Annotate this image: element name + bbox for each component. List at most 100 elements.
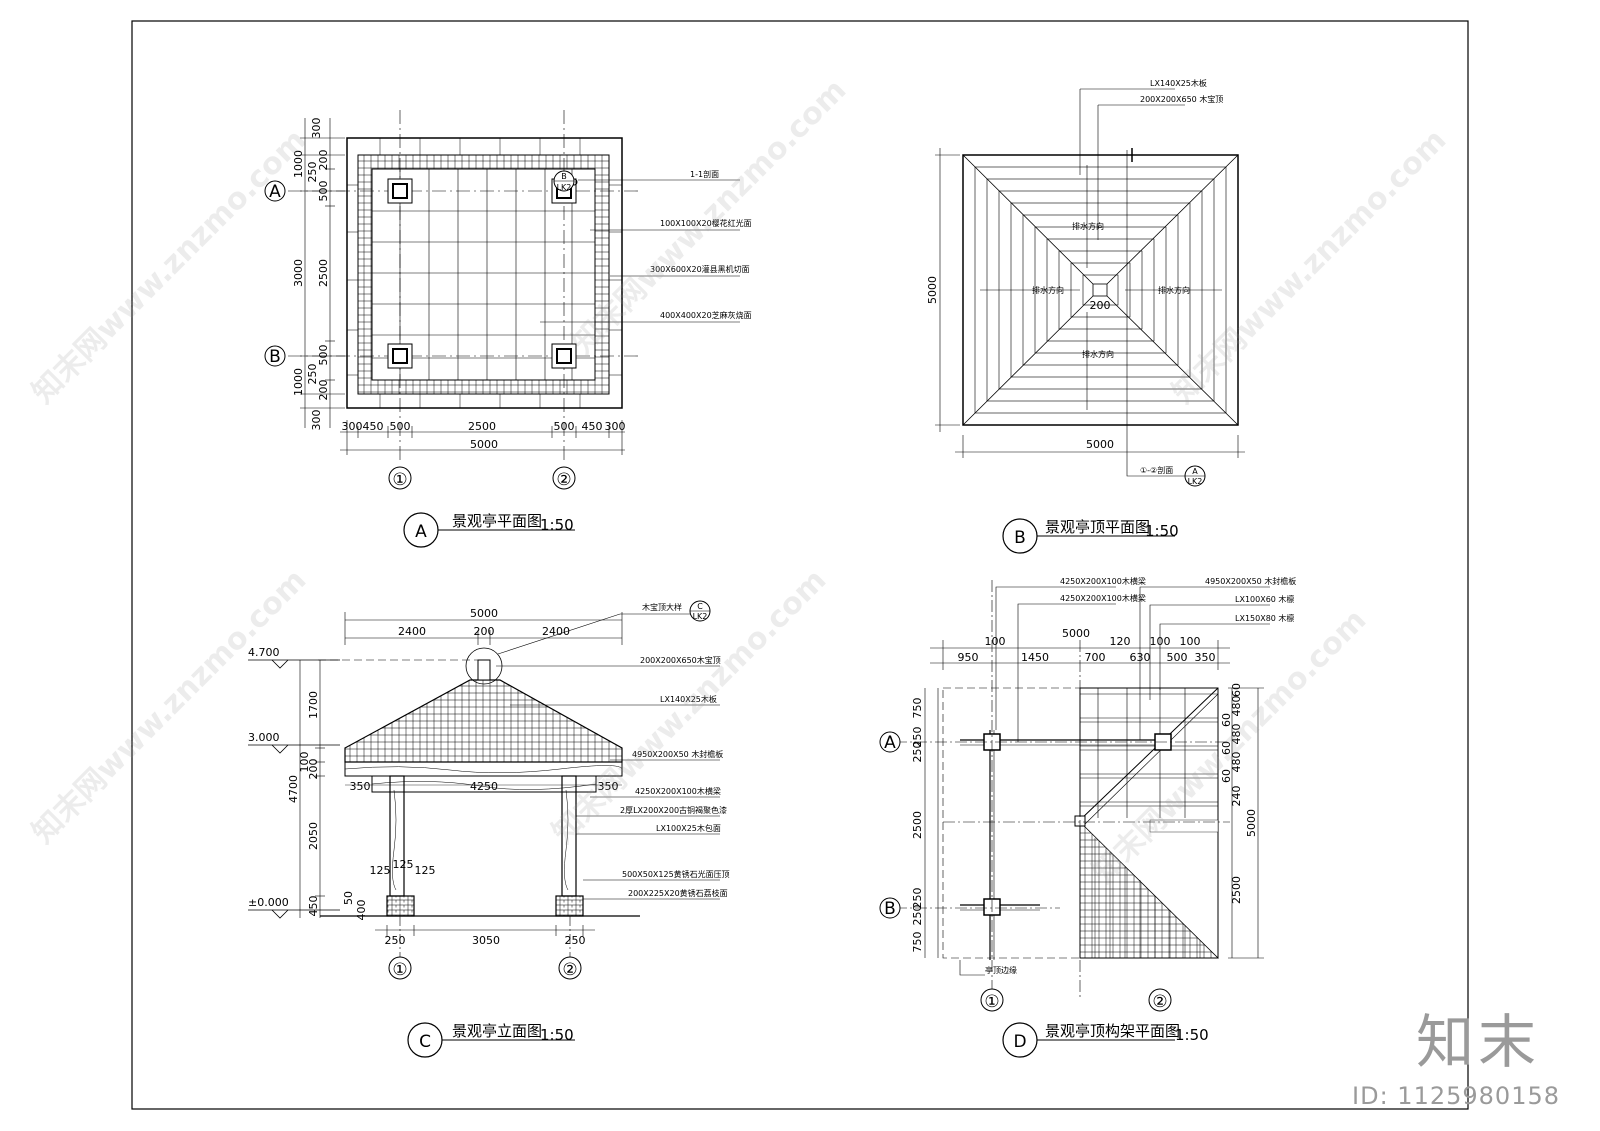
elev-c-axis-label-2: ② xyxy=(562,960,577,980)
frame-d-badge: D xyxy=(1013,1032,1026,1052)
plan-a-note: 300X600X20灌县黑机切面 xyxy=(650,264,750,274)
elev-c-ref-sheet: LK2 xyxy=(693,612,708,621)
frame-d-small-note: 亭顶边缘 xyxy=(985,965,1017,975)
plan-a-dim: 1000 xyxy=(292,150,305,178)
frame-d-dim: 350 xyxy=(1195,651,1216,664)
frame-d-note: LX150X80 木檩 xyxy=(1235,613,1294,623)
frame-d-dim: 250 xyxy=(911,905,924,926)
plan-a-dim: 300 xyxy=(310,410,323,431)
frame-d-axis-label-2: ② xyxy=(1152,992,1167,1012)
elev-c-dim: 4700 xyxy=(287,775,300,803)
frame-d-dim: 2500 xyxy=(911,811,924,839)
frame-d-dim: 60 xyxy=(1230,683,1243,697)
frame-d-dim: 100 xyxy=(1180,635,1201,648)
frame-d-dim: 950 xyxy=(958,651,979,664)
frame-d-dim: 60 xyxy=(1220,741,1233,755)
frame-d-dim: 750 xyxy=(911,698,924,719)
plan-a-section-ref: 1-1剖面 xyxy=(690,169,719,179)
plan-a-scale: 1:50 xyxy=(540,516,574,534)
plan-b-badge: B xyxy=(1014,528,1026,548)
elev-c-dim: 250 xyxy=(385,934,406,947)
elev-c-title: 景观亭立面图 xyxy=(452,1022,542,1040)
plan-a-dim: 250 xyxy=(306,162,319,183)
plan-a-dim: 300 xyxy=(310,118,323,139)
frame-d-dim: 750 xyxy=(911,932,924,953)
elev-c-dim: 4250 xyxy=(470,780,498,793)
plan-a-axis-label-a: A xyxy=(269,182,281,202)
plan-a-axis-label-b: B xyxy=(269,347,281,367)
plan-b-section-badge: A xyxy=(1192,467,1198,476)
frame-d-dim: 480 xyxy=(1230,696,1243,717)
elev-c-dim: 125 xyxy=(370,864,391,877)
elev-c-axis-label-1: ① xyxy=(392,960,407,980)
frame-d-scale: 1:50 xyxy=(1175,1026,1209,1044)
elev-c-dim: 2050 xyxy=(307,822,320,850)
elev-c-note: 4250X200X100木横梁 xyxy=(635,786,721,796)
elev-c-note: 200X200X650木宝顶 xyxy=(640,655,721,665)
plan-b-title: 景观亭顶平面图 xyxy=(1045,518,1150,536)
elev-c-dim: 350 xyxy=(598,780,619,793)
plan-a-dim: 500 xyxy=(317,181,330,202)
plan-a-dim: 500 xyxy=(317,345,330,366)
plan-a-dim: 450 xyxy=(363,420,384,433)
plan-b-note: LX140X25木板 xyxy=(1150,78,1207,88)
plan-a-dim: 200 xyxy=(317,380,330,401)
plan-b-section-sheet: LK2 xyxy=(1188,477,1203,486)
elev-c-dim: 1700 xyxy=(307,691,320,719)
elev-c-note: 2厚LX200X200古铜褐聚色漆 xyxy=(620,805,727,815)
plan-b-dim-bottom: 5000 xyxy=(1086,438,1114,451)
plan-a-dim: 500 xyxy=(554,420,575,433)
plan-b-note: 200X200X650 木宝顶 xyxy=(1140,94,1223,104)
elev-c-dim: 400 xyxy=(355,900,368,921)
elev-c-dim: 100 xyxy=(298,752,311,773)
frame-d-title: 景观亭顶构架平面图 xyxy=(1045,1022,1180,1040)
plan-a xyxy=(264,110,740,548)
frame-d-dim: 240 xyxy=(1230,786,1243,807)
frame-d-dim: 480 xyxy=(1230,724,1243,745)
frame-d-note: LX100X60 木檩 xyxy=(1235,594,1294,604)
frame-d-dim: 1450 xyxy=(1021,651,1049,664)
elev-c-dim: 200 xyxy=(474,625,495,638)
plan-a-note: 400X400X20芝麻灰烧面 xyxy=(660,310,752,320)
plan-b-slope-label: 排水方向 xyxy=(1072,221,1104,231)
elev-c-dim: 450 xyxy=(307,896,320,917)
image-id: ID: 1125980158 xyxy=(1352,1082,1560,1110)
elevation-c xyxy=(248,600,720,1058)
plan-a-dim: 300 xyxy=(342,420,363,433)
frame-d-dim: 60 xyxy=(1220,769,1233,783)
frame-d-dim: 250 xyxy=(911,727,924,748)
elev-c-dim: 50 xyxy=(342,891,355,905)
plan-a-title: 景观亭平面图 xyxy=(452,512,542,530)
frame-plan-d xyxy=(879,580,1270,1058)
frame-d-dim: 630 xyxy=(1130,651,1151,664)
elev-c-dim: 350 xyxy=(350,780,371,793)
plan-a-dim: 300 xyxy=(605,420,626,433)
plan-a-axis-label-2: ② xyxy=(556,470,571,490)
frame-d-dim: 120 xyxy=(1110,635,1131,648)
frame-d-axis-label-b: B xyxy=(884,899,896,919)
plan-a-axis-label-1: ① xyxy=(392,470,407,490)
elev-c-dim: 2400 xyxy=(542,625,570,638)
plan-a-dim: 2500 xyxy=(317,259,330,287)
elev-c-note: 200X225X20黄锈石荔枝面 xyxy=(628,888,728,898)
elev-c-note: LX140X25木板 xyxy=(660,694,717,704)
elev-c-level: 4.700 xyxy=(248,646,280,659)
frame-d-axis-label-1: ① xyxy=(984,992,999,1012)
frame-d-dim: 100 xyxy=(985,635,1006,648)
plan-a-dim: 450 xyxy=(582,420,603,433)
plan-b-slope-label: 排水方向 xyxy=(1082,349,1114,359)
frame-d-note: 4950X200X50 木封檐板 xyxy=(1205,576,1296,586)
sheet-border xyxy=(131,20,1469,1110)
brand-logo-text: 知末 xyxy=(1415,1008,1540,1076)
plan-a-dim: 250 xyxy=(306,364,319,385)
plan-a-dim: 200 xyxy=(317,150,330,171)
plan-a-dim: 500 xyxy=(390,420,411,433)
plan-a-dim: 2500 xyxy=(468,420,496,433)
frame-d-dim: 500 xyxy=(1167,651,1188,664)
elev-c-ref-badge: C xyxy=(697,602,703,611)
plan-b-scale: 1:50 xyxy=(1145,522,1179,540)
plan-a-section-badge: B xyxy=(561,172,567,181)
elev-c-dim: 2400 xyxy=(398,625,426,638)
elev-c-dim: 125 xyxy=(393,858,414,871)
elev-c-note: LX100X25木包面 xyxy=(656,823,721,833)
